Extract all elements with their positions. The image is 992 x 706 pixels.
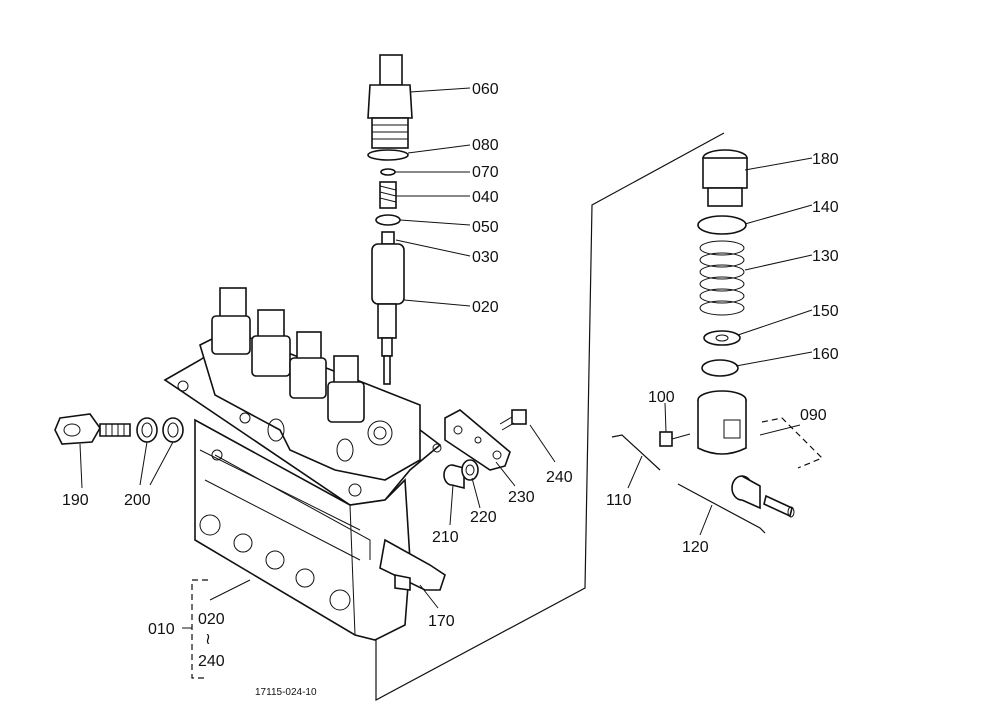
delivery-valve-assembly (367, 54, 413, 385)
callout-230: 230 (508, 489, 535, 506)
assembly-range-to: 240 (198, 653, 225, 670)
delivery-valve-holder (327, 355, 365, 423)
delivery-valve-holder (211, 287, 251, 355)
callout-200: 200 (124, 492, 151, 509)
group-bracket-090 (761, 417, 824, 469)
callout-060: 060 (472, 81, 499, 98)
leader-lines (79, 87, 813, 629)
bushing-210 (443, 464, 465, 490)
bolt-240 (499, 409, 527, 431)
callout-140: 140 (812, 199, 839, 216)
callout-210: 210 (432, 529, 459, 546)
assembly-bracket (191, 579, 208, 679)
delivery-valve-holder (251, 309, 291, 377)
assembly-range-separator: ≀ (205, 631, 211, 648)
callout-170: 170 (428, 613, 455, 630)
callout-110: 110 (606, 492, 632, 509)
callout-120: 120 (682, 539, 709, 556)
callout-100: 100 (648, 389, 675, 406)
callout-190: 190 (62, 492, 89, 509)
plate-230 (444, 409, 511, 471)
assembly-range-from: 020 (198, 611, 225, 628)
callout-030: 030 (472, 249, 499, 266)
section-bracket (375, 132, 725, 702)
callout-090: 090 (800, 407, 827, 424)
callout-220: 220 (470, 509, 497, 526)
washers-200 (136, 417, 184, 443)
callout-160: 160 (812, 346, 839, 363)
callout-010: 010 (148, 621, 175, 638)
callout-080: 080 (472, 137, 499, 154)
callout-040: 040 (472, 189, 499, 206)
callout-240: 240 (546, 469, 573, 486)
banjo-bolt-190 (54, 413, 131, 445)
callout-180: 180 (812, 151, 839, 168)
callout-130: 130 (812, 248, 839, 265)
injection-pump-body (163, 287, 446, 641)
washer-220 (461, 459, 479, 481)
callout-070: 070 (472, 164, 499, 181)
drawing-number: 17115-024-10 (255, 687, 317, 698)
callout-050: 050 (472, 219, 499, 236)
callout-020: 020 (472, 299, 499, 316)
governor-assembly (611, 149, 795, 534)
delivery-valve-holder (289, 331, 327, 399)
callout-150: 150 (812, 303, 839, 320)
